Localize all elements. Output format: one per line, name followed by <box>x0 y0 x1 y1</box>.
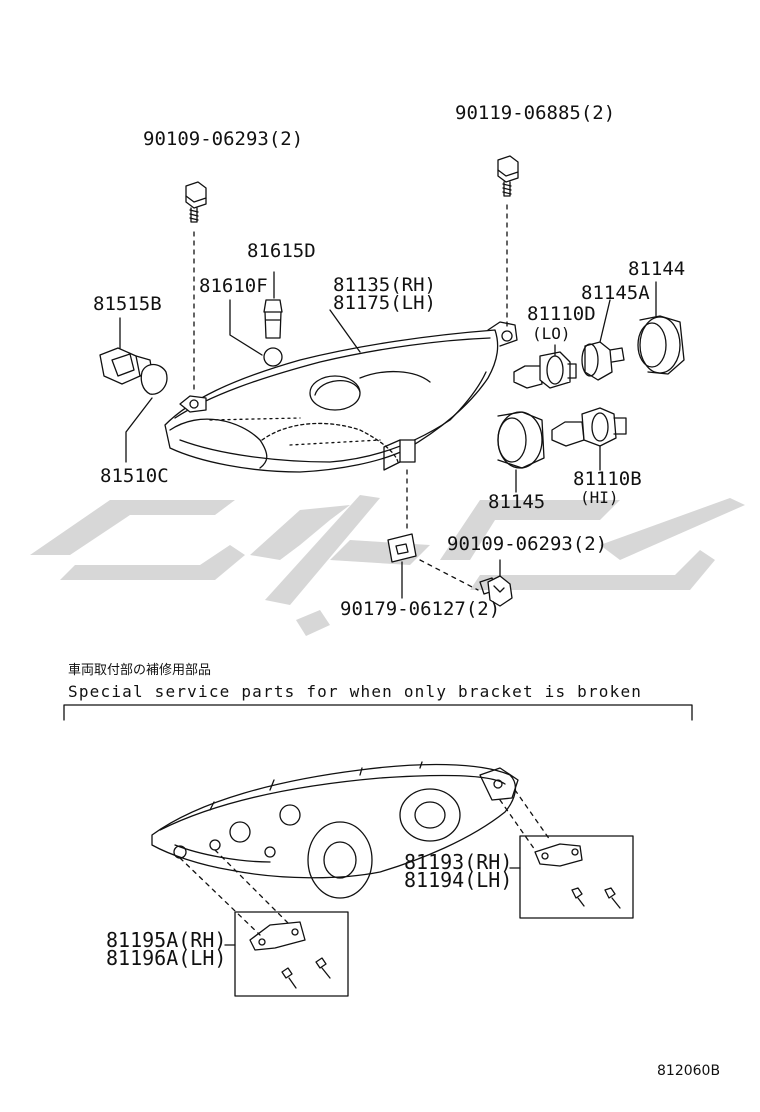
screw-lower-2-icon <box>315 957 331 979</box>
bracket-box-lower <box>234 911 349 997</box>
bulb-81510c-icon <box>140 363 168 395</box>
bracket-box-upper <box>519 835 634 919</box>
label-81515b: 81515B <box>93 293 162 315</box>
bulb-81610f-icon <box>263 347 283 367</box>
label-lamp-rh: 81135(RH) <box>333 274 436 296</box>
bulb-81110b-hi-icon <box>551 407 627 447</box>
label-81110b: 81110B <box>573 468 642 490</box>
label-bolt-bottom: 90109-06293(2) <box>447 533 608 555</box>
label-lower-rh: 81195A(RH) <box>106 928 227 952</box>
watermark-logo <box>30 495 745 636</box>
cap-81144-icon <box>637 315 685 375</box>
bolt-right-icon <box>497 155 519 197</box>
leader-81145a <box>599 299 611 343</box>
bolt-left-icon <box>185 181 207 223</box>
leader-81510c <box>125 397 153 463</box>
leader-lower-bracket <box>179 857 261 936</box>
leader-lamp <box>329 309 361 353</box>
label-81144: 81144 <box>628 258 686 280</box>
label-81610f: 81610F <box>199 275 268 297</box>
leader-clip-bolt <box>419 559 479 591</box>
label-upper-lh: 81194(LH) <box>404 868 513 892</box>
label-bolt-left: 90109-06293(2) <box>143 128 304 150</box>
clip-icon <box>387 533 417 563</box>
socket-81515b-icon <box>99 347 153 385</box>
label-hi: (HI) <box>580 488 619 507</box>
leader-upper-bracket-2 <box>514 789 551 841</box>
label-lo: (LO) <box>532 324 571 343</box>
bracket-81193-icon <box>534 843 583 867</box>
leader-81610f <box>229 299 263 356</box>
socket-81145a-icon <box>581 341 625 381</box>
bulb-81615d-icon <box>263 299 283 339</box>
service-bracket-frame <box>63 704 693 721</box>
screw-lower-1-icon <box>281 967 297 989</box>
screw-upper-2-icon <box>604 887 621 909</box>
label-81110d: 81110D <box>527 303 596 325</box>
label-81510c: 81510C <box>100 465 169 487</box>
figure-code: 812060B <box>657 1063 721 1079</box>
bracket-81195a-icon <box>249 921 306 951</box>
label-81615d: 81615D <box>247 240 316 262</box>
label-81145a: 81145A <box>581 282 650 304</box>
label-lamp-lh: 81175(LH) <box>333 292 436 314</box>
headlamp-rear-view-icon <box>151 761 519 899</box>
label-lower-lh: 81196A(LH) <box>106 946 227 970</box>
leader-lower-bracket-2 <box>214 849 291 926</box>
bolt-bottom-icon <box>479 575 513 607</box>
screw-upper-1-icon <box>571 887 585 907</box>
label-81145: 81145 <box>488 491 546 513</box>
service-note-jp: 車両取付部の補修用部品 <box>68 663 212 678</box>
label-bolt-right: 90119-06885(2) <box>455 102 616 124</box>
label-clip: 90179-06127(2) <box>340 598 501 620</box>
leader-upper-bracket <box>499 799 536 851</box>
headlamp-assembly-icon <box>164 321 518 473</box>
ring-81145-icon <box>497 411 545 469</box>
bulb-81110d-lo-icon <box>513 351 577 389</box>
label-upper-rh: 81193(RH) <box>404 850 513 874</box>
service-note-en: Special service parts for when only brac… <box>68 682 643 701</box>
